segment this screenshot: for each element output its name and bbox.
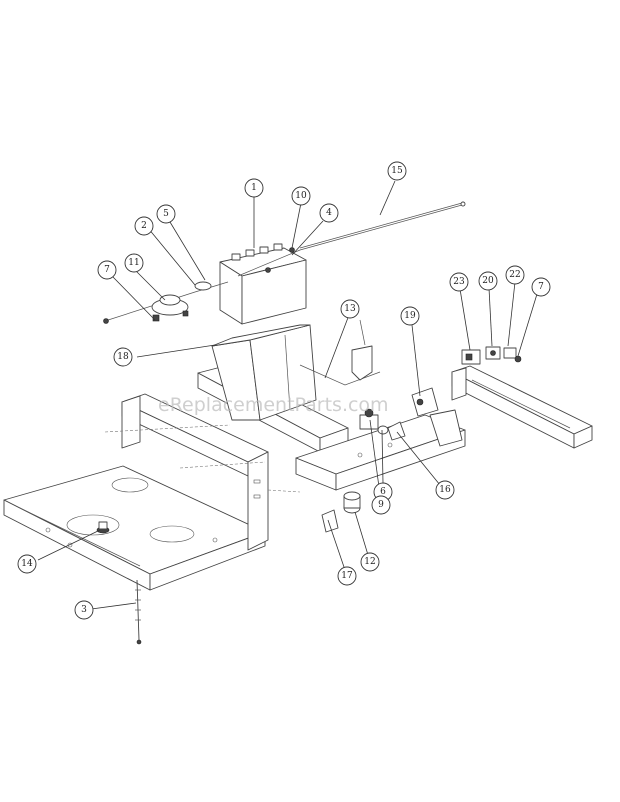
- callout-7-left-label: 7: [104, 265, 110, 275]
- bracket-part-19: [411, 387, 439, 417]
- frame-rail-left: [104, 393, 301, 551]
- watermark-text: eReplacementParts.com: [158, 394, 389, 416]
- lever-part-16: [387, 421, 406, 441]
- callout-15: 15: [387, 161, 407, 181]
- clip-part-17: [321, 509, 339, 533]
- callout-9-label: 9: [378, 500, 384, 510]
- battery-part-1: [219, 243, 307, 325]
- callout-20: 20: [478, 271, 498, 291]
- callout-18: 18: [113, 347, 133, 367]
- tube-part-13: [299, 319, 381, 386]
- callout-19: 19: [400, 306, 420, 326]
- callout-13: 13: [340, 299, 360, 319]
- callout-11: 11: [124, 253, 144, 273]
- callout-5-label: 5: [163, 209, 169, 219]
- leader-lines: [37, 180, 538, 611]
- callout-10: 10: [291, 186, 311, 206]
- callout-7-right-label: 7: [538, 282, 544, 292]
- relay-part-23: [461, 349, 481, 365]
- callout-19-label: 19: [404, 311, 416, 321]
- terminal-part-22: [503, 347, 517, 359]
- callout-6-label: 6: [380, 487, 386, 497]
- callout-3-label: 3: [81, 605, 87, 615]
- callout-16-label: 16: [439, 485, 451, 495]
- callout-15-label: 15: [391, 166, 403, 176]
- callout-17-label: 17: [341, 571, 353, 581]
- callout-7-right: 7: [531, 277, 551, 297]
- callout-2: 2: [134, 216, 154, 236]
- solenoid-part-11: [151, 294, 189, 322]
- switch-part-9: [359, 408, 379, 430]
- knob-part-12: [343, 491, 361, 514]
- cable-part-15: [237, 201, 466, 277]
- callout-1-label: 1: [251, 183, 257, 193]
- callout-23: 23: [449, 272, 469, 292]
- nut-part-14: [96, 521, 110, 534]
- callout-3: 3: [74, 600, 94, 620]
- battery-bracket-part-18: [211, 324, 317, 421]
- callout-22: 22: [505, 265, 525, 285]
- callout-14: 14: [17, 554, 37, 574]
- bushing-part-6: [377, 425, 389, 435]
- deck-plate: [3, 465, 266, 591]
- callout-11-label: 11: [128, 258, 139, 268]
- callout-10-label: 10: [295, 191, 307, 201]
- callout-20-label: 20: [482, 276, 494, 286]
- screw-part-7-right: [514, 355, 522, 363]
- callout-4: 4: [319, 203, 339, 223]
- bolt-part-3: [135, 579, 142, 645]
- callout-16: 16: [435, 480, 455, 500]
- callout-14-label: 14: [21, 559, 33, 569]
- connector-part-20: [485, 346, 501, 360]
- callout-17: 17: [337, 566, 357, 586]
- cable-part-2: [103, 281, 229, 324]
- callout-12: 12: [360, 552, 380, 572]
- callout-22-label: 22: [509, 270, 520, 280]
- callout-1: 1: [244, 178, 264, 198]
- callout-4-label: 4: [326, 208, 332, 218]
- callout-18-label: 18: [117, 352, 129, 362]
- frame-rail-right: [451, 365, 593, 449]
- callout-7-left: 7: [97, 260, 117, 280]
- callout-2-label: 2: [141, 221, 147, 231]
- callout-13-label: 13: [344, 304, 356, 314]
- callout-23-label: 23: [453, 277, 465, 287]
- callout-12-label: 12: [364, 557, 375, 567]
- cross-member: [295, 409, 466, 491]
- callout-5: 5: [156, 204, 176, 224]
- callout-9: 9: [371, 495, 391, 515]
